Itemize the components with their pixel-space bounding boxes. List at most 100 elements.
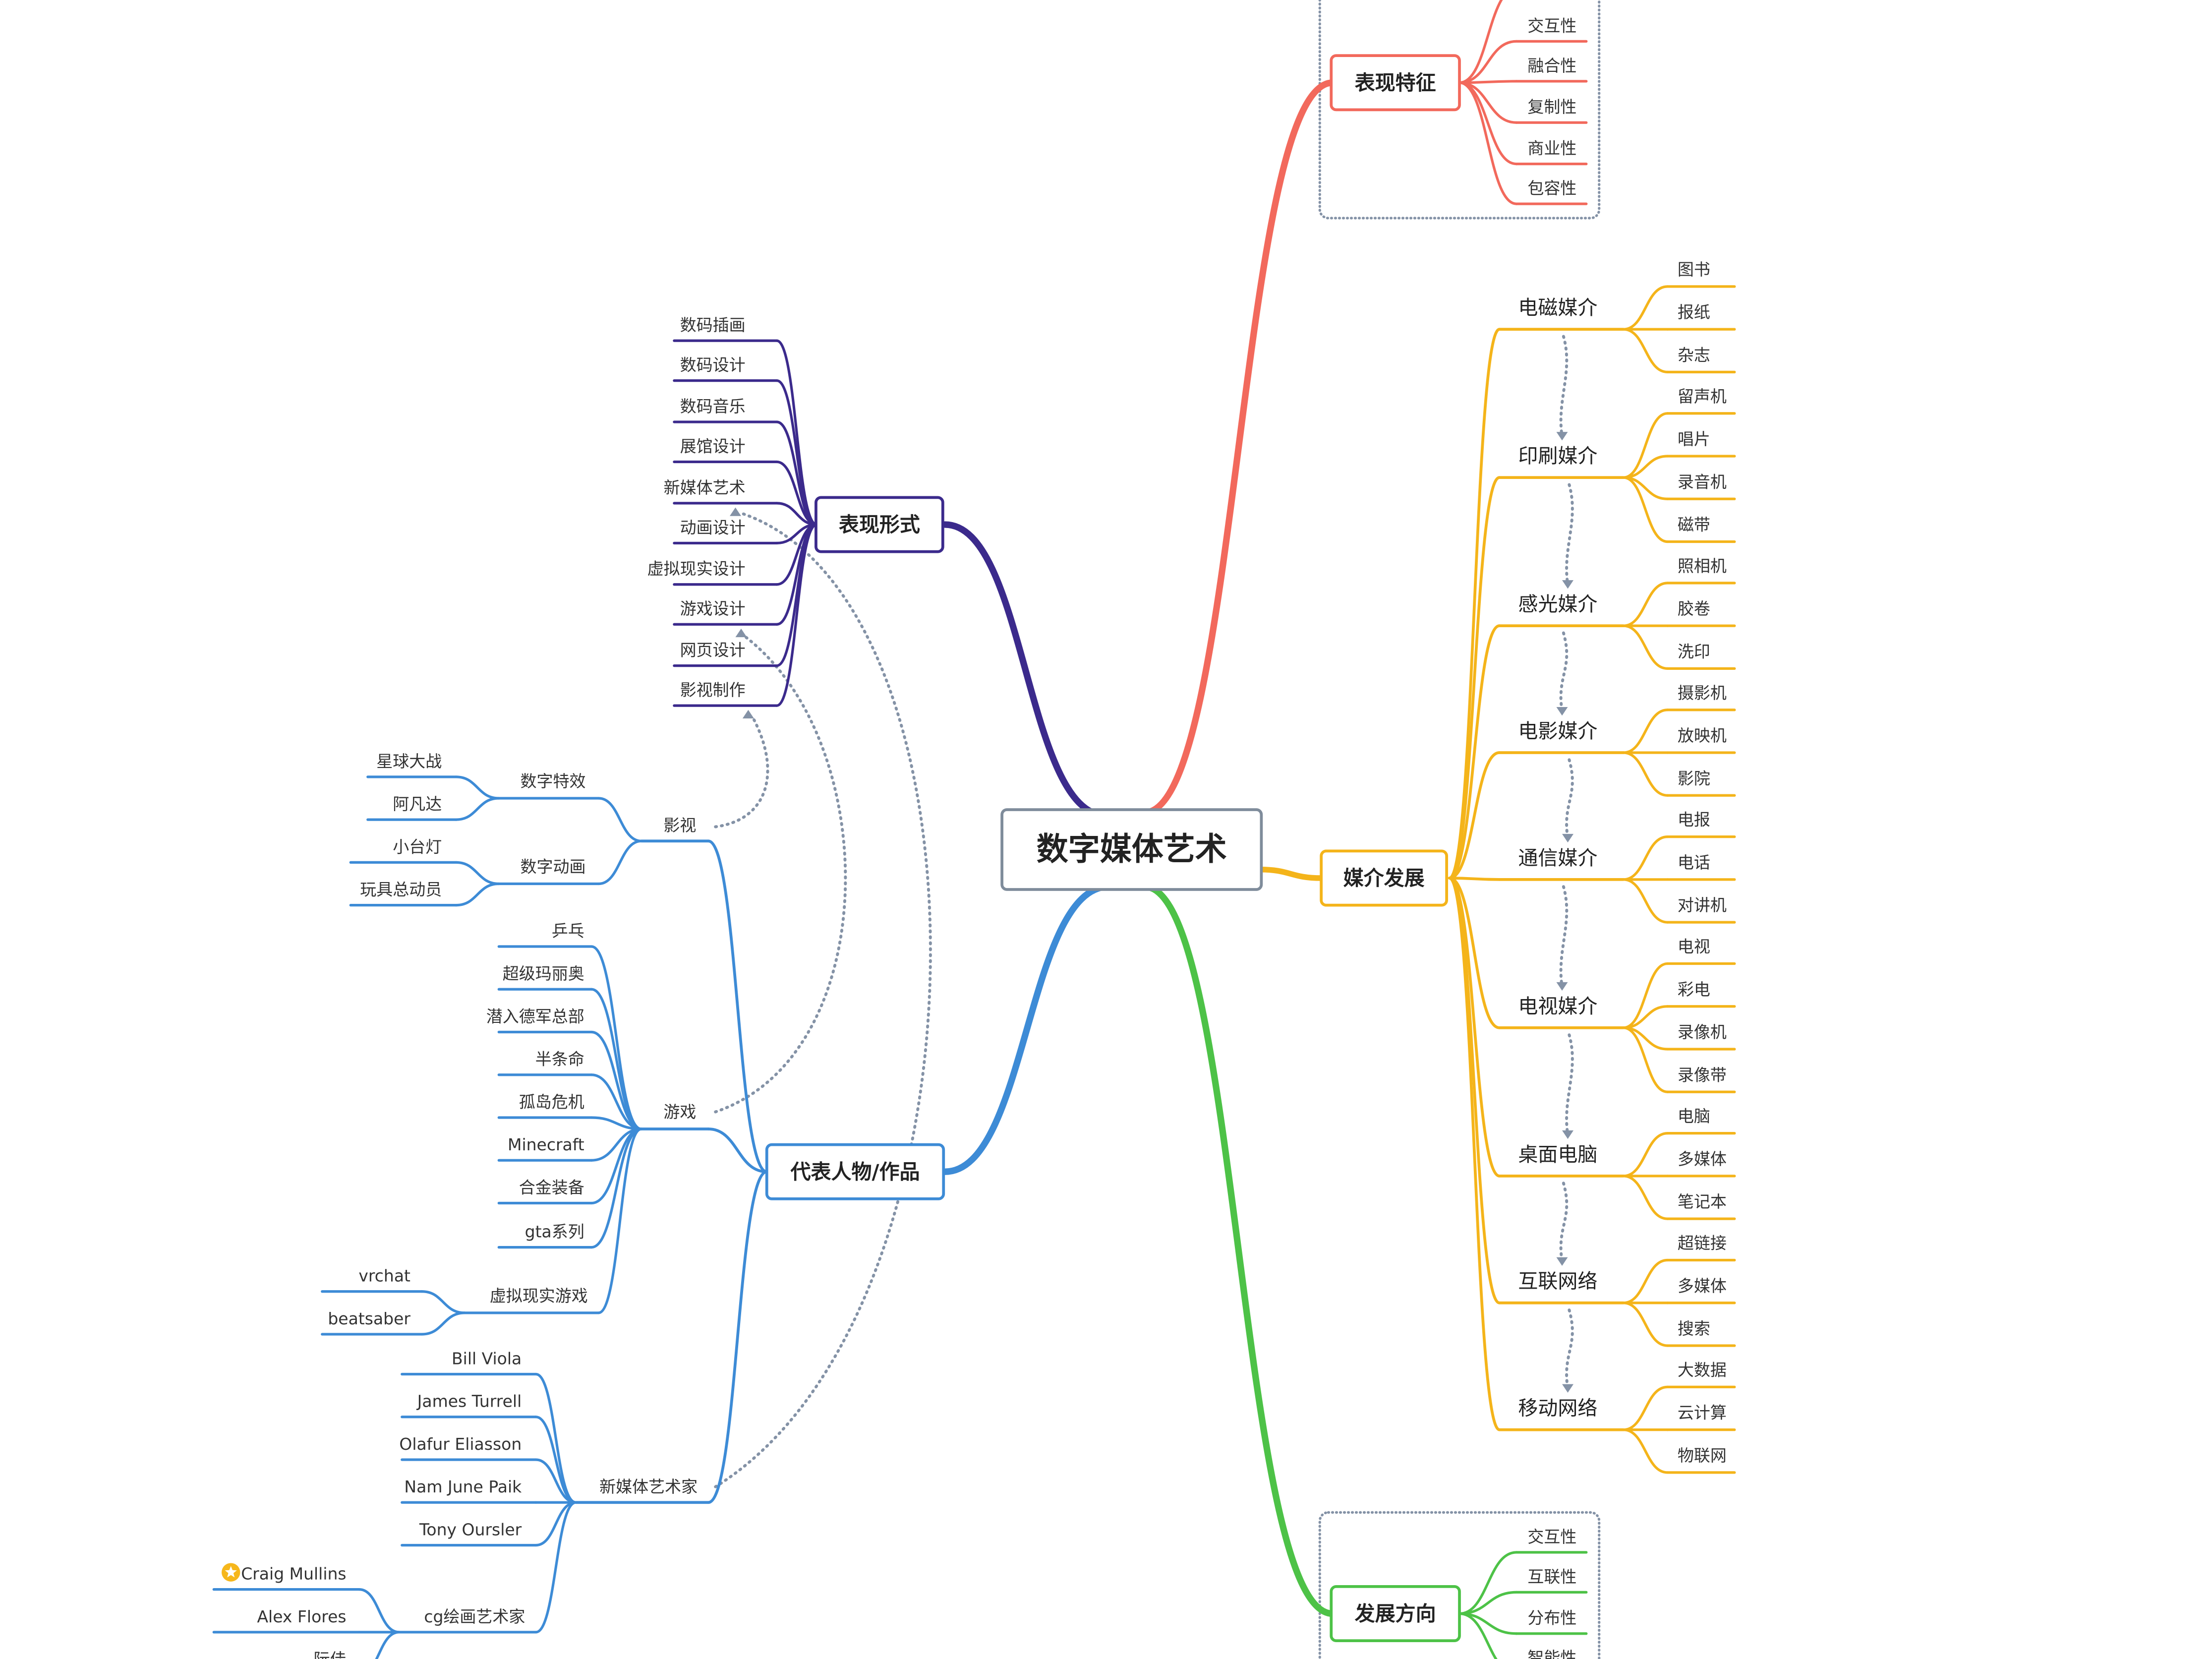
vfx-node[interactable]: 数字特效: [521, 771, 586, 791]
media-link-8: [1448, 877, 1501, 1431]
direction-item[interactable]: 智能性: [1527, 1648, 1576, 1659]
features-item[interactable]: 商业性: [1527, 139, 1576, 158]
media-leaf-link: [1622, 412, 1669, 479]
direction-item[interactable]: 分布性: [1527, 1608, 1576, 1628]
media-leaf[interactable]: 多媒体: [1678, 1149, 1727, 1169]
media-stage[interactable]: 移动网络: [1518, 1397, 1597, 1420]
cg-leaf[interactable]: Alex Flores: [257, 1607, 346, 1626]
cg-leaf[interactable]: Craig Mullins: [241, 1564, 346, 1584]
media-stage[interactable]: 通信媒介: [1518, 847, 1597, 870]
vr-leaf[interactable]: vrchat: [358, 1266, 410, 1286]
media-leaf[interactable]: 大数据: [1678, 1360, 1727, 1379]
features-item[interactable]: 交互性: [1527, 16, 1576, 35]
artists-leaf[interactable]: James Turrell: [416, 1392, 522, 1411]
media-leaf[interactable]: 多媒体: [1678, 1276, 1727, 1296]
branch-lines: [212, 0, 1736, 1659]
media-leaf[interactable]: 搜索: [1678, 1319, 1710, 1338]
forms-item[interactable]: 网页设计: [680, 641, 746, 660]
film-node[interactable]: 影视: [663, 816, 696, 835]
media-leaf[interactable]: 笔记本: [1678, 1192, 1727, 1211]
media-leaf[interactable]: 云计算: [1678, 1403, 1727, 1422]
media-leaf[interactable]: 胶卷: [1678, 599, 1710, 618]
artists-leaf-link: [534, 1458, 578, 1504]
games-leaf[interactable]: 乒乓: [552, 921, 584, 941]
media-leaf[interactable]: 物联网: [1678, 1446, 1727, 1465]
media-stage[interactable]: 感光媒介: [1518, 593, 1597, 616]
vr-leaf[interactable]: beatsaber: [328, 1309, 410, 1328]
artists-leaf[interactable]: Olafur Eliasson: [399, 1434, 522, 1454]
forms-item[interactable]: 动画设计: [680, 518, 746, 537]
cg-leaf[interactable]: 阮佳: [314, 1650, 347, 1659]
media-leaf[interactable]: 超链接: [1678, 1234, 1727, 1253]
forms-link-8: [775, 523, 818, 667]
media-leaf[interactable]: 电话: [1678, 853, 1710, 872]
media-stage[interactable]: 电磁媒介: [1518, 296, 1597, 319]
media-leaf[interactable]: 报纸: [1678, 302, 1710, 322]
forms-node[interactable]: 表现形式: [815, 496, 944, 553]
cg-node[interactable]: cg绘画艺术家: [424, 1607, 525, 1626]
features-node[interactable]: 表现特征: [1330, 54, 1461, 112]
media-leaf[interactable]: 电脑: [1678, 1107, 1710, 1126]
direction-node[interactable]: 发展方向: [1330, 1585, 1461, 1642]
forms-item[interactable]: 数码设计: [680, 356, 746, 375]
media-leaf[interactable]: 照相机: [1678, 556, 1727, 576]
vfx-leaf[interactable]: 星球大战: [376, 752, 442, 771]
forms-item[interactable]: 新媒体艺术: [664, 478, 746, 497]
media-leaf[interactable]: 电报: [1678, 810, 1710, 830]
media-leaf[interactable]: 电视: [1678, 937, 1710, 956]
media-leaf[interactable]: 影院: [1678, 769, 1710, 788]
media-leaf[interactable]: 摄影机: [1678, 683, 1727, 703]
media-leaf[interactable]: 彩电: [1678, 980, 1710, 999]
vfx-leaf[interactable]: 阿凡达: [393, 794, 442, 814]
media-stage[interactable]: 电视媒介: [1518, 995, 1597, 1018]
media-leaf[interactable]: 放映机: [1678, 726, 1727, 745]
forms-item[interactable]: 数码音乐: [680, 397, 746, 416]
features-item[interactable]: 融合性: [1527, 56, 1576, 75]
media-leaf[interactable]: 唱片: [1678, 429, 1710, 449]
media-node[interactable]: 媒介发展: [1320, 849, 1448, 907]
root-node[interactable]: 数字媒体艺术: [1000, 808, 1263, 891]
media-leaf[interactable]: 图书: [1678, 260, 1710, 279]
people-node[interactable]: 代表人物/作品: [765, 1143, 945, 1200]
media-leaf[interactable]: 录像带: [1678, 1065, 1727, 1084]
games-leaf[interactable]: 潜入德军总部: [486, 1007, 584, 1026]
direction-link-1: [1458, 1591, 1518, 1615]
forms-item[interactable]: 影视制作: [680, 680, 746, 700]
media-leaf[interactable]: 对讲机: [1678, 895, 1727, 915]
media-leaf[interactable]: 杂志: [1678, 345, 1710, 364]
games-leaf[interactable]: 半条命: [535, 1050, 584, 1069]
games-leaf[interactable]: 超级玛丽奥: [503, 964, 584, 983]
games-leaf[interactable]: 孤岛危机: [519, 1092, 584, 1112]
games-leaf[interactable]: gta系列: [525, 1222, 584, 1242]
forms-item[interactable]: 展馆设计: [680, 436, 746, 456]
artists-leaf[interactable]: Nam June Paik: [404, 1477, 522, 1496]
direction-item[interactable]: 互联性: [1527, 1567, 1576, 1586]
media-leaf-link: [1622, 476, 1669, 543]
direction-item[interactable]: 交互性: [1527, 1527, 1576, 1546]
artists-leaf[interactable]: Bill Viola: [452, 1349, 522, 1368]
games-leaf[interactable]: 合金装备: [519, 1178, 584, 1197]
media-leaf[interactable]: 磁带: [1678, 515, 1710, 534]
forms-item[interactable]: 虚拟现实设计: [647, 559, 746, 579]
media-stage[interactable]: 互联网络: [1518, 1270, 1597, 1293]
features-item[interactable]: 包容性: [1527, 178, 1576, 198]
media-leaf[interactable]: 洗印: [1678, 642, 1710, 661]
anim-node[interactable]: 数字动画: [521, 857, 586, 877]
media-leaf-link: [1622, 751, 1669, 797]
artists-leaf[interactable]: Tony Oursler: [419, 1520, 522, 1539]
anim-leaf[interactable]: 小台灯: [393, 837, 442, 856]
media-leaf[interactable]: 录音机: [1678, 472, 1727, 491]
forms-item[interactable]: 数码插画: [680, 315, 746, 335]
features-item[interactable]: 复制性: [1527, 97, 1576, 117]
games-leaf[interactable]: Minecraft: [508, 1135, 584, 1154]
vr-node[interactable]: 虚拟现实游戏: [490, 1286, 588, 1305]
media-stage[interactable]: 桌面电脑: [1518, 1143, 1597, 1166]
media-stage[interactable]: 印刷媒介: [1518, 445, 1597, 468]
media-leaf[interactable]: 录像机: [1678, 1022, 1727, 1042]
forms-item[interactable]: 游戏设计: [680, 599, 746, 618]
artists-node[interactable]: 新媒体艺术家: [599, 1477, 698, 1496]
games-node[interactable]: 游戏: [663, 1102, 696, 1122]
media-leaf[interactable]: 留声机: [1678, 387, 1727, 406]
media-stage[interactable]: 电影媒介: [1518, 720, 1597, 743]
anim-leaf[interactable]: 玩具总动员: [360, 880, 442, 899]
